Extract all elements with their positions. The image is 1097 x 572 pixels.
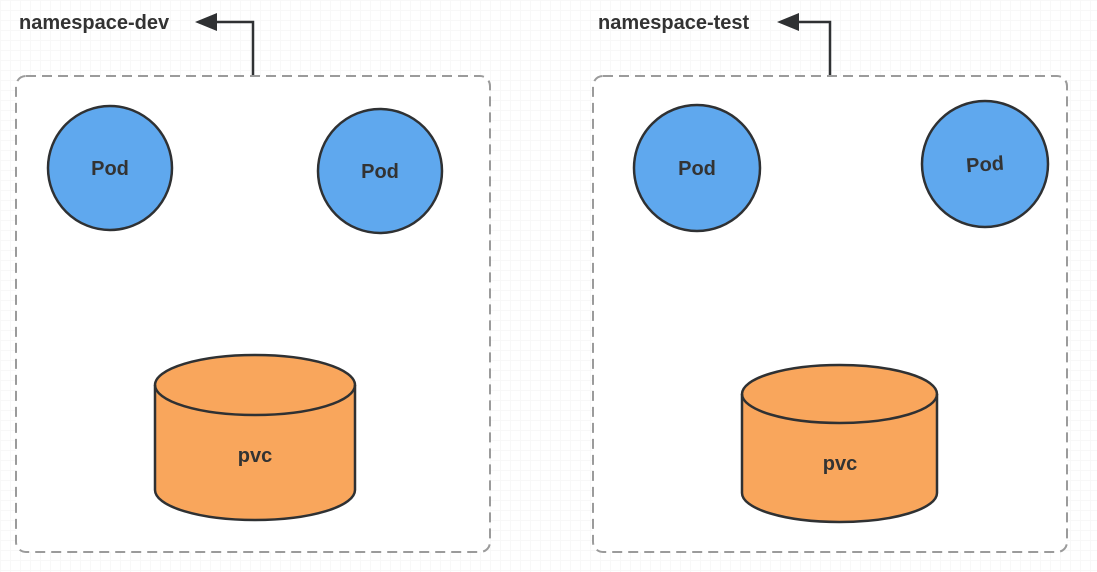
pod-label: Pod	[678, 158, 716, 180]
pvc-cylinder-shape	[740, 363, 939, 524]
pod-shape	[632, 103, 762, 233]
pod-shape	[46, 104, 174, 232]
namespace-test-arrowhead-icon	[777, 13, 799, 31]
pod-shape	[316, 107, 444, 235]
namespace-dev-label: namespace-dev	[19, 12, 170, 34]
pvc-label: pvc	[823, 453, 857, 475]
pod-label: Pod	[361, 161, 399, 183]
pvc-cylinder-rim	[153, 384, 357, 417]
pvc-cylinder-rim	[740, 393, 939, 425]
namespace-test-label: namespace-test	[598, 12, 750, 34]
pvc-label: pvc	[238, 445, 272, 467]
namespace-dev-group: namespace-dev Pod Pod pvc	[15, 12, 491, 553]
pvc-cylinder-shape	[153, 353, 357, 522]
namespace-dev-arrowhead-icon	[195, 13, 217, 31]
namespace-test-arrow-line	[797, 20, 832, 75]
namespace-dev-arrow-line	[215, 20, 255, 75]
namespace-test-group: namespace-test Pod Pod pvc	[592, 12, 1068, 553]
pod-label: Pod	[965, 153, 1004, 178]
pod-label: Pod	[91, 158, 129, 180]
pod-shape	[920, 99, 1050, 229]
